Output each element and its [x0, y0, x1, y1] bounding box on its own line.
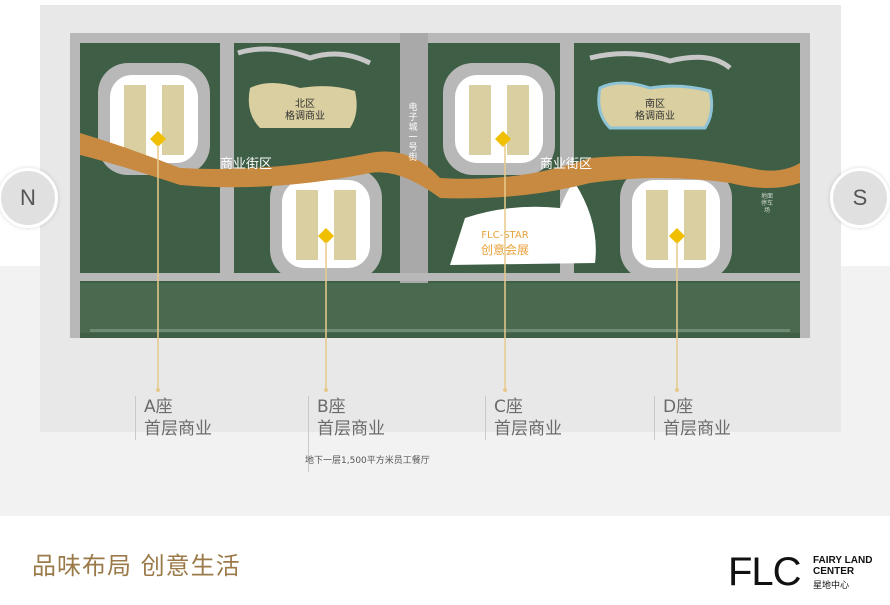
logo-english-line-1: FAIRY LAND — [813, 555, 873, 566]
plot-b-inner — [282, 180, 370, 268]
street-label-right: 商业街区 — [540, 157, 593, 172]
flc-logo: FLC FAIRY LAND CENTER 星地中心 — [728, 552, 888, 596]
tower-c-1 — [469, 85, 491, 155]
tower-d-1 — [646, 190, 668, 260]
building-note: 地下一层1,500平方米员工餐厅 — [305, 456, 430, 466]
plot-d-inner — [632, 180, 720, 268]
site-plan-map: 北区 格调商业 南区 格调商业 商业街区 商业街区 电子城一号街 FLC-STA… — [70, 33, 810, 338]
tower-a-1 — [124, 85, 146, 155]
south-zone-label: 南区 格调商业 — [635, 99, 675, 122]
side-label: 地面停车场 — [760, 193, 773, 214]
building-label-d: D座 首层商业 — [654, 396, 731, 440]
building-label-c: C座 首层商业 — [485, 396, 562, 440]
parking-rows — [90, 329, 790, 332]
compass-south: S — [830, 168, 890, 228]
connector-c — [495, 131, 511, 147]
logo-chinese: 星地中心 — [813, 581, 850, 591]
building-desc: 首层商业 — [317, 419, 385, 439]
logo-mark: FLC — [728, 550, 802, 594]
commercial-street-band — [80, 133, 800, 199]
south-garden-path — [589, 51, 732, 70]
flc-star-label: FLC-STAR 创意会展 — [470, 229, 540, 257]
logo-english: FAIRY LAND CENTER — [813, 555, 872, 577]
road-right — [800, 33, 810, 338]
logo-english-line-2: CENTER — [813, 566, 855, 577]
building-desc: 首层商业 — [144, 419, 212, 439]
compass-north: N — [0, 168, 58, 228]
road-v1 — [220, 33, 234, 273]
flc-star-exhibition — [450, 183, 596, 265]
tower-b-1 — [296, 190, 318, 260]
site-plan-drawing — [70, 33, 810, 338]
tower-c-2 — [507, 85, 529, 155]
north-zone-label: 北区 格调商业 — [285, 99, 325, 122]
tower-d-2 — [684, 190, 706, 260]
flc-star-title: FLC-STAR — [481, 230, 529, 241]
tower-a-2 — [162, 85, 184, 155]
building-name: B座 — [317, 397, 346, 417]
footer-slogan: 品味布局 创意生活 — [32, 552, 241, 580]
flc-star-subtitle: 创意会展 — [480, 243, 529, 257]
connector-b — [318, 228, 334, 244]
north-garden-path — [237, 46, 372, 66]
north-retail-pavilion — [248, 83, 357, 128]
building-label-a: A座 首层商业 — [135, 396, 212, 440]
parking-area — [80, 283, 800, 333]
street-label-left: 商业街区 — [220, 157, 273, 172]
building-name: A座 — [144, 397, 173, 417]
plot-c-inner — [455, 75, 543, 163]
center-road-label: 电子城一号街 — [408, 103, 418, 163]
building-name: D座 — [663, 397, 694, 417]
road-bottom — [80, 273, 800, 281]
building-label-b: B座 首层商业 地下一层1,500平方米员工餐厅 — [305, 396, 430, 472]
road-left — [70, 33, 80, 338]
building-name: C座 — [494, 397, 523, 417]
connector-a — [150, 131, 166, 147]
connector-d — [669, 228, 685, 244]
building-desc: 首层商业 — [663, 419, 731, 439]
building-desc: 首层商业 — [494, 419, 562, 439]
south-retail-pavilion — [597, 81, 714, 130]
road-top — [70, 33, 810, 43]
tower-b-2 — [334, 190, 356, 260]
